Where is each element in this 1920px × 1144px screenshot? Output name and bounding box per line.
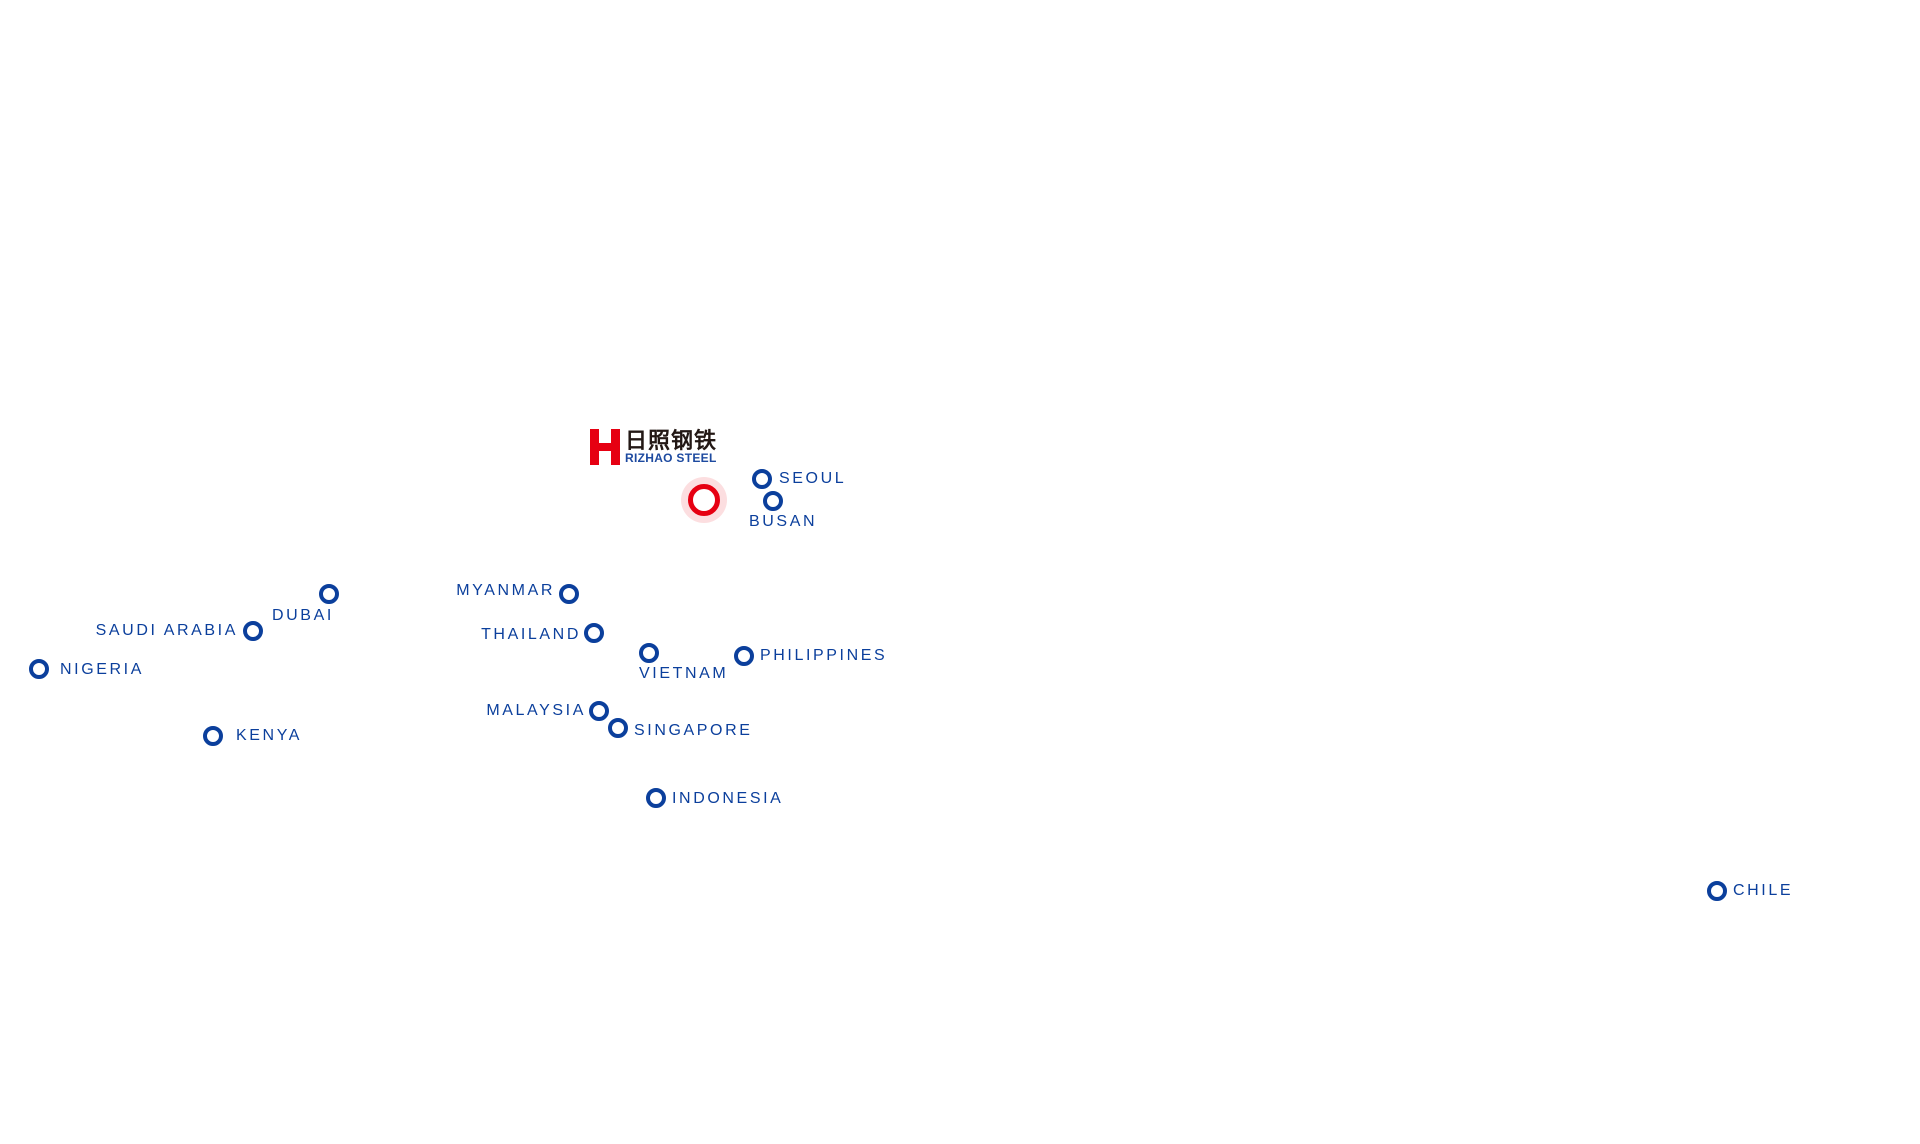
marker-dubai[interactable]	[319, 584, 339, 604]
label-myanmar: MYANMAR	[456, 582, 555, 599]
label-thailand: THAILAND	[481, 626, 581, 643]
hq-marker[interactable]	[688, 484, 720, 516]
logo-en-text: RIZHAO STEEL	[625, 450, 717, 465]
marker-malaysia[interactable]	[589, 701, 609, 721]
marker-vietnam[interactable]	[639, 643, 659, 663]
label-kenya: KENYA	[236, 727, 303, 744]
logo-h-icon	[590, 429, 620, 465]
marker-busan[interactable]	[763, 491, 783, 511]
marker-myanmar[interactable]	[559, 584, 579, 604]
label-indonesia: INDONESIA	[672, 790, 784, 807]
marker-seoul[interactable]	[752, 469, 772, 489]
label-chile: CHILE	[1733, 882, 1794, 899]
label-dubai: DUBAI	[272, 607, 334, 624]
marker-philippines[interactable]	[734, 646, 754, 666]
marker-singapore[interactable]	[608, 718, 628, 738]
logo-cn-text: 日照钢铁	[625, 427, 718, 453]
label-malaysia: MALAYSIA	[486, 702, 586, 719]
rizhao-steel-logo: 日照钢铁 RIZHAO STEEL	[590, 428, 717, 466]
marker-nigeria[interactable]	[29, 659, 49, 679]
marker-indonesia[interactable]	[646, 788, 666, 808]
label-singapore: SINGAPORE	[634, 722, 753, 739]
marker-thailand[interactable]	[584, 623, 604, 643]
label-philippines: PHILIPPINES	[760, 647, 888, 664]
marker-saudi-arabia[interactable]	[243, 621, 263, 641]
label-seoul: SEOUL	[779, 470, 847, 487]
label-saudi-arabia: SAUDI ARABIA	[95, 622, 238, 639]
label-vietnam: VIETNAM	[639, 665, 729, 682]
label-busan: BUSAN	[749, 513, 818, 530]
label-nigeria: NIGERIA	[60, 661, 144, 678]
marker-chile[interactable]	[1707, 881, 1727, 901]
marker-kenya[interactable]	[203, 726, 223, 746]
